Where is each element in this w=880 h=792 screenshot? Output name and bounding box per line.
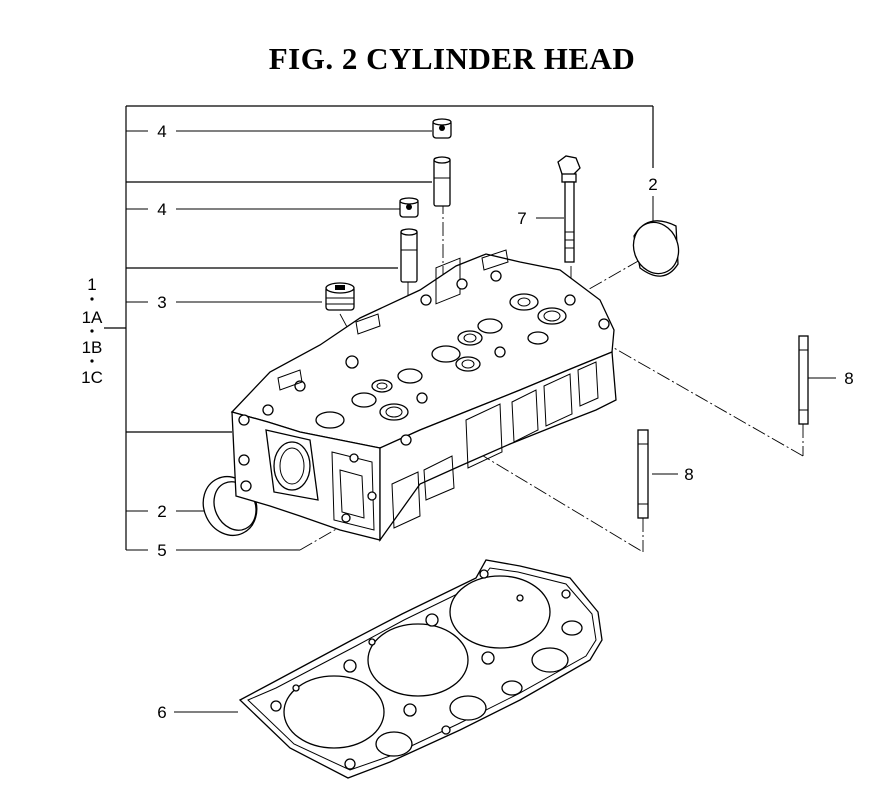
stud-center bbox=[637, 429, 649, 519]
valve-guide-upper bbox=[433, 156, 451, 207]
expansion-cap-right bbox=[632, 220, 680, 277]
callout-3: 3 bbox=[157, 293, 166, 312]
valve-stem-seal-upper bbox=[432, 118, 452, 139]
assembly-code-1b: 1B bbox=[82, 338, 103, 357]
callout-2-left: 2 bbox=[157, 502, 166, 521]
callout-7: 7 bbox=[517, 209, 526, 228]
assembly-codes: 1 1A 1B 1C bbox=[81, 275, 103, 387]
callout-6: 6 bbox=[157, 703, 166, 722]
callout-8-right: 8 bbox=[844, 369, 853, 388]
assembly-code-1a: 1A bbox=[82, 308, 103, 327]
callout-2-right: 2 bbox=[648, 175, 657, 194]
callout-5: 5 bbox=[157, 541, 166, 560]
head-gasket bbox=[238, 559, 603, 779]
cylinder-head bbox=[230, 249, 617, 543]
head-bolt bbox=[557, 155, 581, 263]
callout-8-center: 8 bbox=[684, 465, 693, 484]
valve-guide-lower bbox=[400, 228, 418, 283]
valve-stem-seal-lower bbox=[399, 197, 419, 218]
callout-4-lower: 4 bbox=[157, 200, 166, 219]
assembly-code-1: 1 bbox=[87, 275, 96, 294]
callout-4-upper: 4 bbox=[157, 122, 166, 141]
assembly-bracket bbox=[104, 105, 654, 550]
callout-leaders bbox=[126, 130, 836, 713]
figure-title: FIG. 2 CYLINDER HEAD bbox=[269, 41, 636, 76]
stud-right bbox=[798, 335, 809, 425]
assembly-code-1c: 1C bbox=[81, 368, 103, 387]
callout-labels: 4 4 3 2 2 5 7 8 8 6 bbox=[157, 122, 853, 722]
threaded-plug bbox=[325, 282, 355, 311]
